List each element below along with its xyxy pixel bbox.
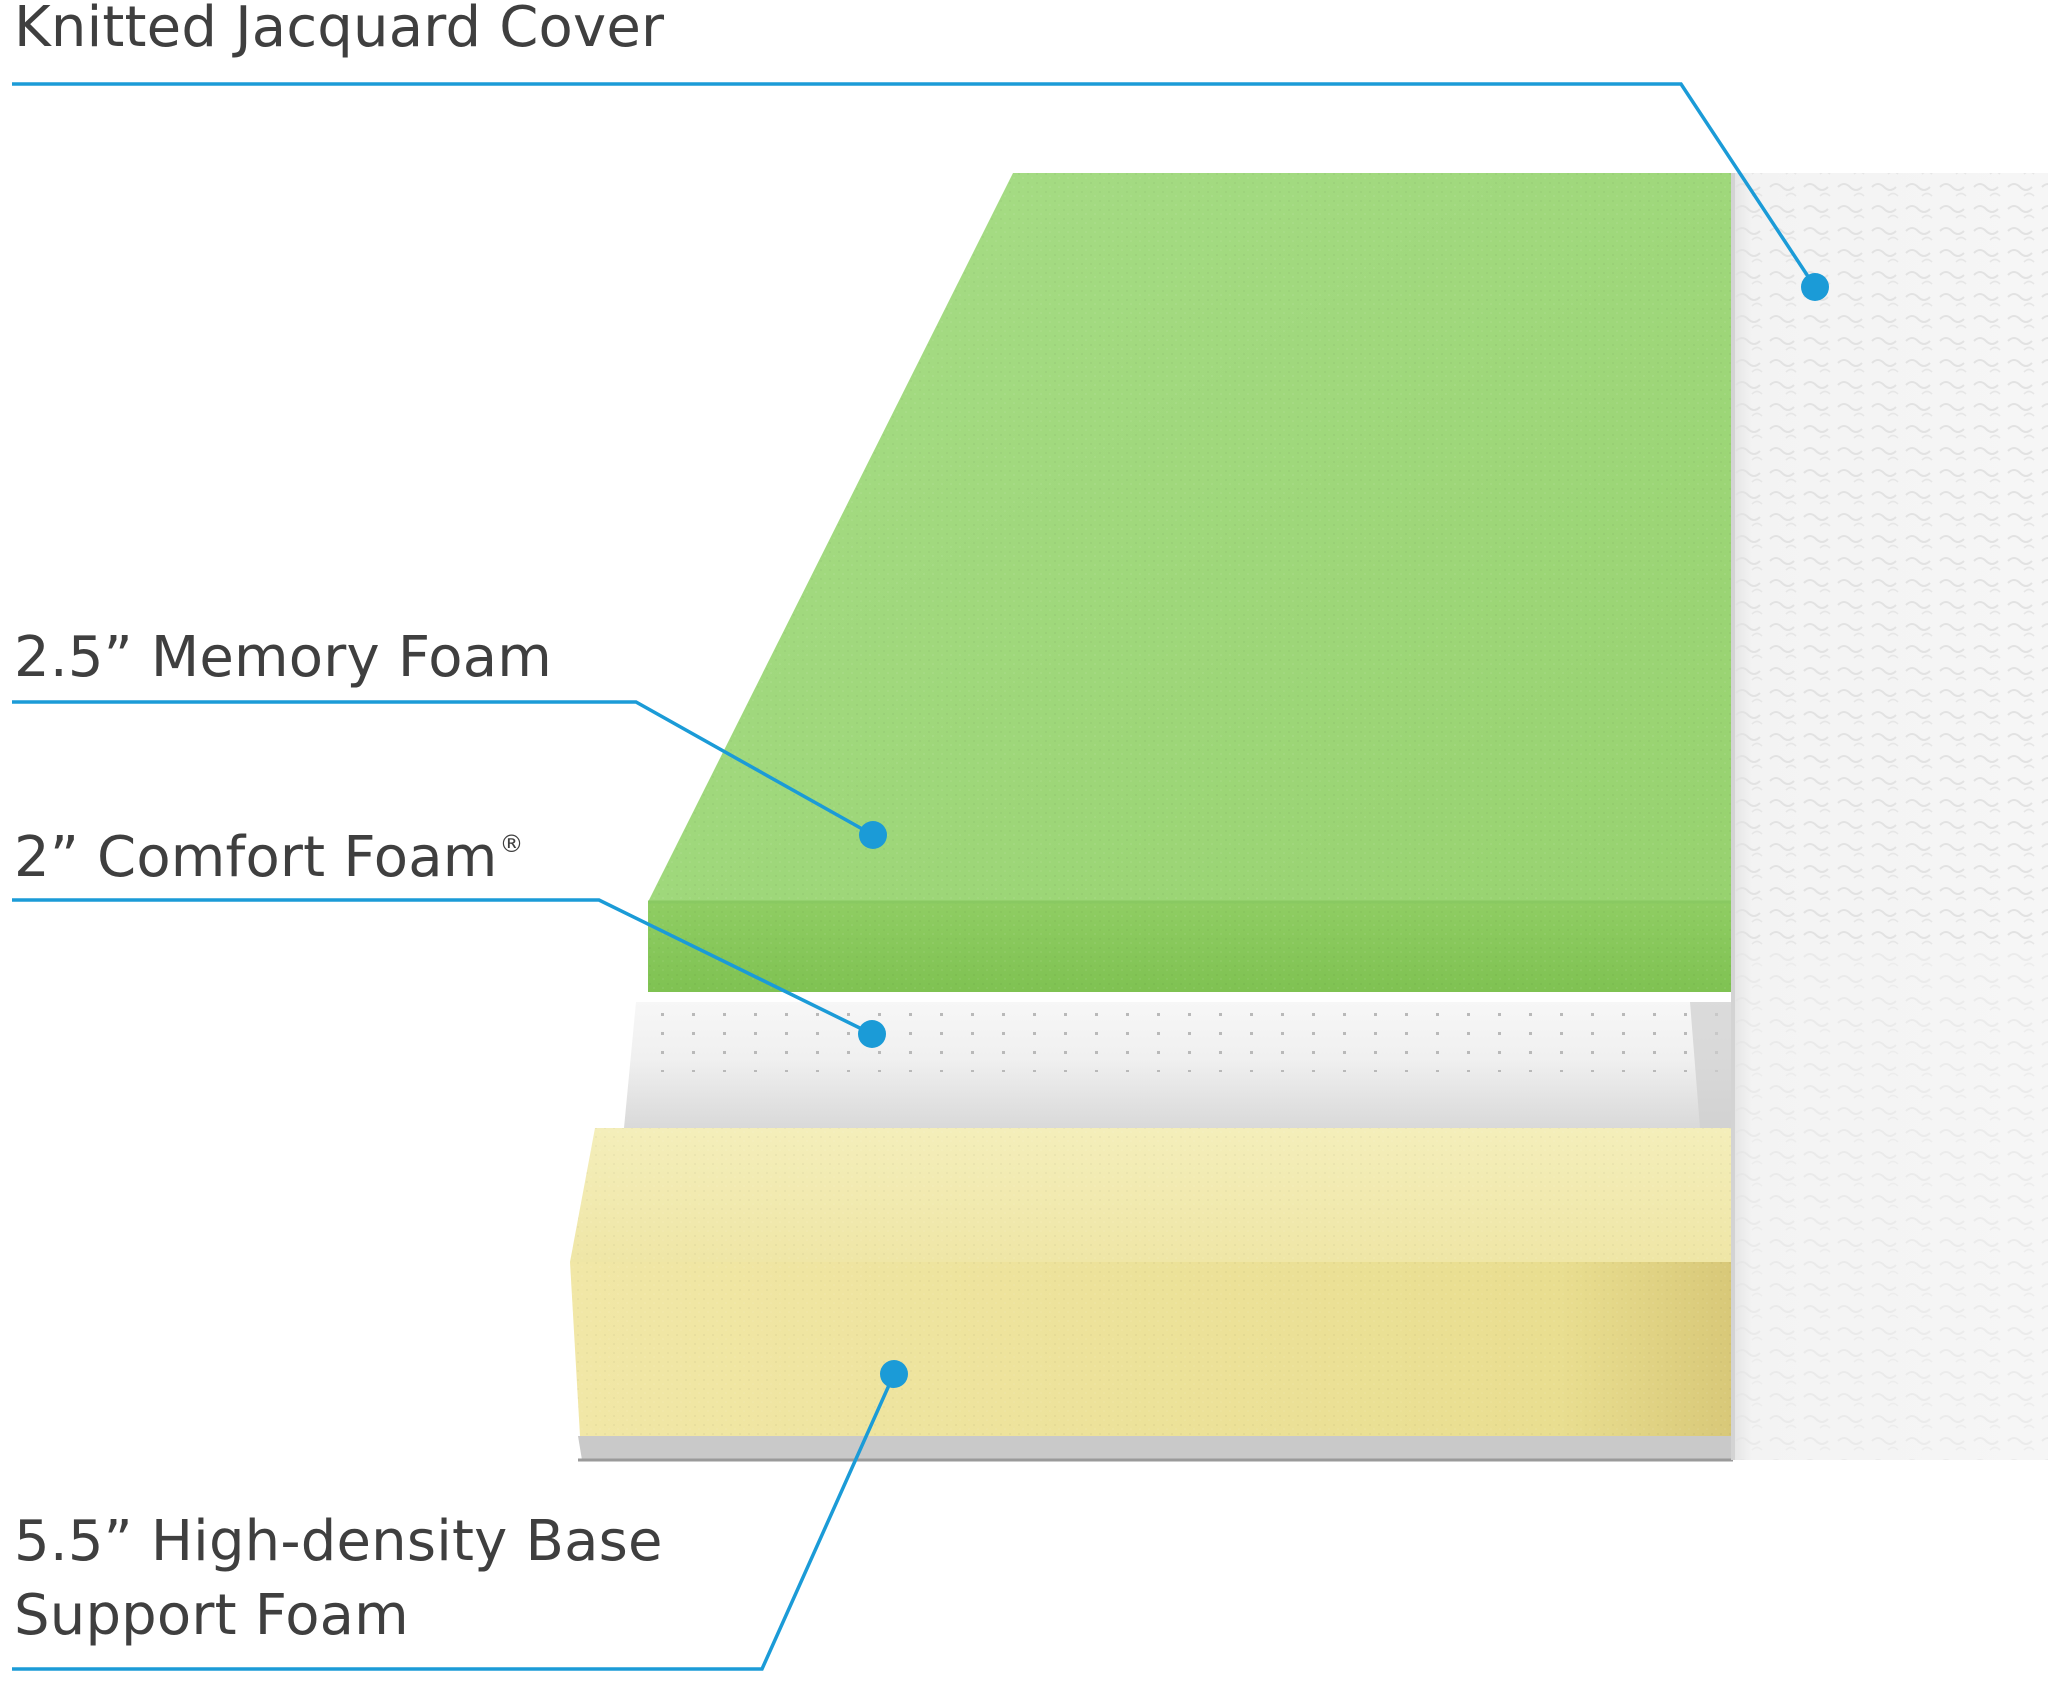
callout-cover — [12, 82, 1829, 301]
callout-dot-cover — [1801, 273, 1829, 301]
label-memory-foam: 2.5” Memory Foam — [14, 625, 552, 690]
label-base-foam-line2: Support Foam — [14, 1583, 409, 1648]
comfort-foam-layer — [624, 1002, 1733, 1128]
base-foam-layer — [570, 1128, 1733, 1462]
label-comfort-foam-text: 2” Comfort Foam — [14, 825, 498, 890]
label-cover: Knitted Jacquard Cover — [14, 0, 665, 60]
registered-mark: ® — [499, 830, 524, 858]
callout-base-foam — [12, 1360, 908, 1671]
memory-foam-layer — [648, 173, 1733, 992]
callout-dot-comfort-foam — [858, 1020, 886, 1048]
label-base-foam-line1: 5.5” High-density Base — [14, 1509, 663, 1574]
callout-memory-foam — [12, 700, 887, 849]
label-comfort-foam: 2” Comfort Foam® — [14, 808, 524, 894]
callout-dot-base-foam — [880, 1360, 908, 1388]
callout-comfort-foam — [12, 898, 886, 1048]
callout-dot-memory-foam — [859, 821, 887, 849]
cover-layer — [1731, 173, 2048, 1460]
